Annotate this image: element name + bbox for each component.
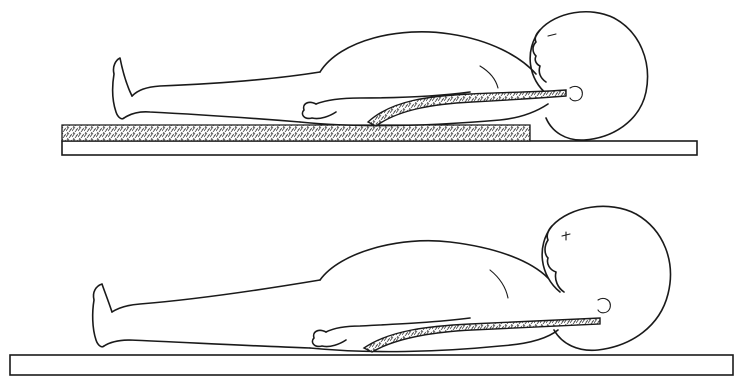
top-chest-line	[480, 66, 498, 88]
bottom-torso	[320, 241, 548, 280]
top-foot	[113, 58, 132, 119]
top-eye	[548, 34, 556, 36]
bottom-ear	[598, 298, 610, 312]
bottom-panel	[10, 206, 733, 375]
top-face	[533, 30, 546, 82]
top-ear	[570, 86, 582, 100]
bottom-leg-lower	[104, 340, 310, 348]
top-leg-lower	[124, 112, 300, 122]
bottom-chest-line	[490, 270, 508, 298]
top-board	[62, 141, 697, 155]
top-spine-band	[368, 90, 566, 126]
bottom-leg-upper	[112, 280, 320, 312]
bottom-board	[10, 355, 733, 375]
top-leg-upper	[132, 72, 320, 96]
top-padding	[62, 125, 530, 141]
top-panel	[62, 12, 697, 155]
bottom-head	[542, 206, 670, 350]
bottom-eye	[562, 232, 570, 240]
bottom-infant	[93, 206, 671, 351]
top-hand	[302, 102, 336, 118]
top-torso	[320, 32, 536, 74]
bottom-face	[545, 226, 564, 292]
top-head	[530, 12, 647, 140]
bottom-foot	[93, 284, 112, 347]
bottom-hand	[312, 330, 346, 346]
